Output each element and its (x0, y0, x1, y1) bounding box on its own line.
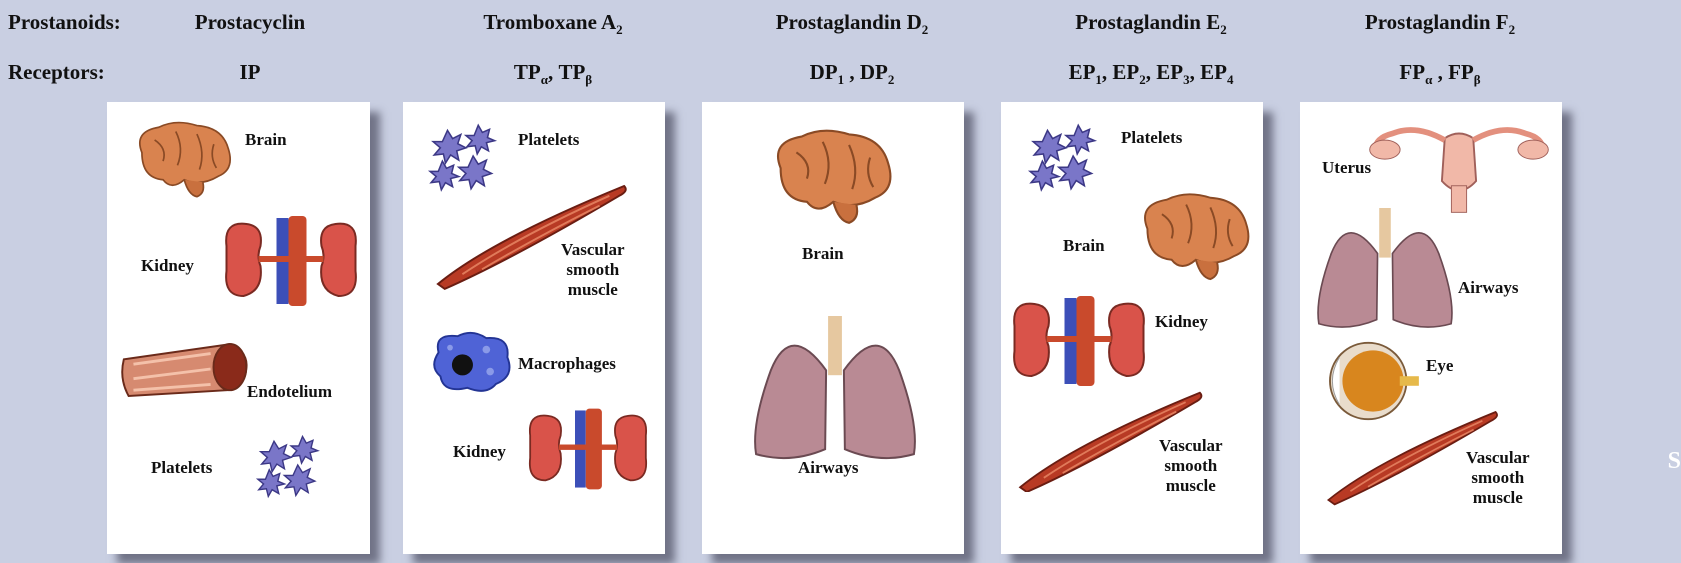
panel-pgf2: Uterus Airways Eye Vascularsmoothmuscle (1300, 102, 1562, 554)
organ-label: Brain (245, 130, 287, 150)
organ-label: Endotelium (247, 382, 332, 402)
organ-label-vascular-smooth-muscle: Vascularsmoothmuscle (561, 240, 625, 300)
receptors-pgf2: FPα , FPβ (1290, 60, 1590, 88)
receptors-pge2: EP1, EP2, EP3, EP4 (1001, 60, 1301, 88)
organ-label: Kidney (1155, 312, 1208, 332)
receptors-pgd2: DP1 , DP2 (702, 60, 1002, 88)
receptors-tromboxane: TPα, TPβ (403, 60, 703, 88)
column-title-pgf2: Prostaglandin F2 (1290, 10, 1590, 38)
column-title-pge2: Prostaglandin E2 (1001, 10, 1301, 38)
brain-icon (758, 126, 898, 226)
uterus-icon (1364, 106, 1554, 218)
organ-label: Brain (1063, 236, 1105, 256)
kidney-icon (523, 408, 653, 490)
lungs-icon (750, 316, 920, 464)
lungs-icon (1310, 208, 1460, 332)
blood-vessel-icon (119, 338, 254, 400)
panel-prostacyclin: Brain Kidney Endotelium Platelets (107, 102, 370, 554)
receptors-row-label: Receptors: (8, 60, 105, 85)
organ-label: Uterus (1322, 158, 1371, 178)
organ-label: Platelets (151, 458, 212, 478)
organ-label: Brain (802, 244, 844, 264)
column-title-tromboxane: Tromboxane A2 (403, 10, 703, 38)
organ-label: Kidney (141, 256, 194, 276)
organ-label: Eye (1426, 356, 1453, 376)
brain-icon (125, 118, 235, 200)
platelets-icon (255, 430, 331, 500)
platelets-icon (1027, 120, 1109, 192)
receptors-prostacyclin: IP (100, 60, 400, 85)
organ-label: Platelets (1121, 128, 1182, 148)
organ-label: Macrophages (518, 354, 616, 374)
organ-label: Kidney (453, 442, 506, 462)
organ-label: Airways (798, 458, 858, 478)
organ-label-vascular-smooth-muscle: Vascularsmoothmuscle (1159, 436, 1223, 496)
organ-label: Platelets (518, 130, 579, 150)
panel-pge2: Platelets Brain Kidney Vascularsmoothmus… (1001, 102, 1263, 554)
cropped-edge-text: S (1668, 448, 1681, 475)
kidney-icon (217, 216, 365, 306)
organ-label: Airways (1458, 278, 1518, 298)
column-title-pgd2: Prostaglandin D2 (702, 10, 1002, 38)
column-title-prostacyclin: Prostacyclin (100, 10, 400, 35)
kidney-icon (1005, 296, 1153, 386)
organ-label-vascular-smooth-muscle: Vascularsmoothmuscle (1466, 448, 1530, 508)
brain-icon (1127, 190, 1255, 282)
panel-pgd2: Brain Airways (702, 102, 964, 554)
macrophage-icon (429, 328, 515, 396)
panel-tromboxane: Platelets Vascularsmoothmuscle Macrophag… (403, 102, 665, 554)
